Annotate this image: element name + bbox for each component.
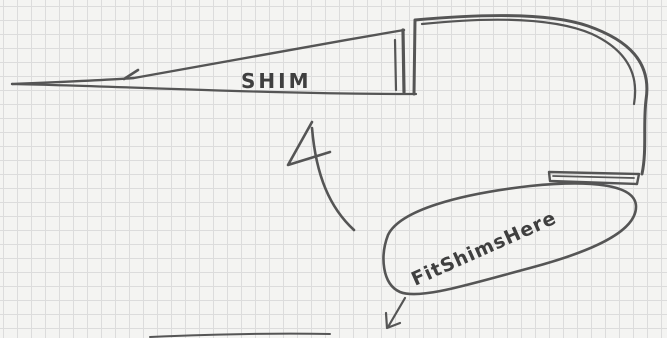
clip-bracket bbox=[412, 14, 649, 186]
callout-arrow bbox=[384, 296, 407, 330]
shim-wedge: SHIM bbox=[10, 28, 418, 96]
callout-label: FitShimsHere bbox=[408, 207, 560, 291]
callout-bubble: FitShimsHere bbox=[382, 182, 638, 296]
shim-label: SHIM bbox=[241, 69, 312, 93]
arrow-to-shim bbox=[286, 120, 356, 232]
bottom-edge-line bbox=[149, 332, 331, 338]
